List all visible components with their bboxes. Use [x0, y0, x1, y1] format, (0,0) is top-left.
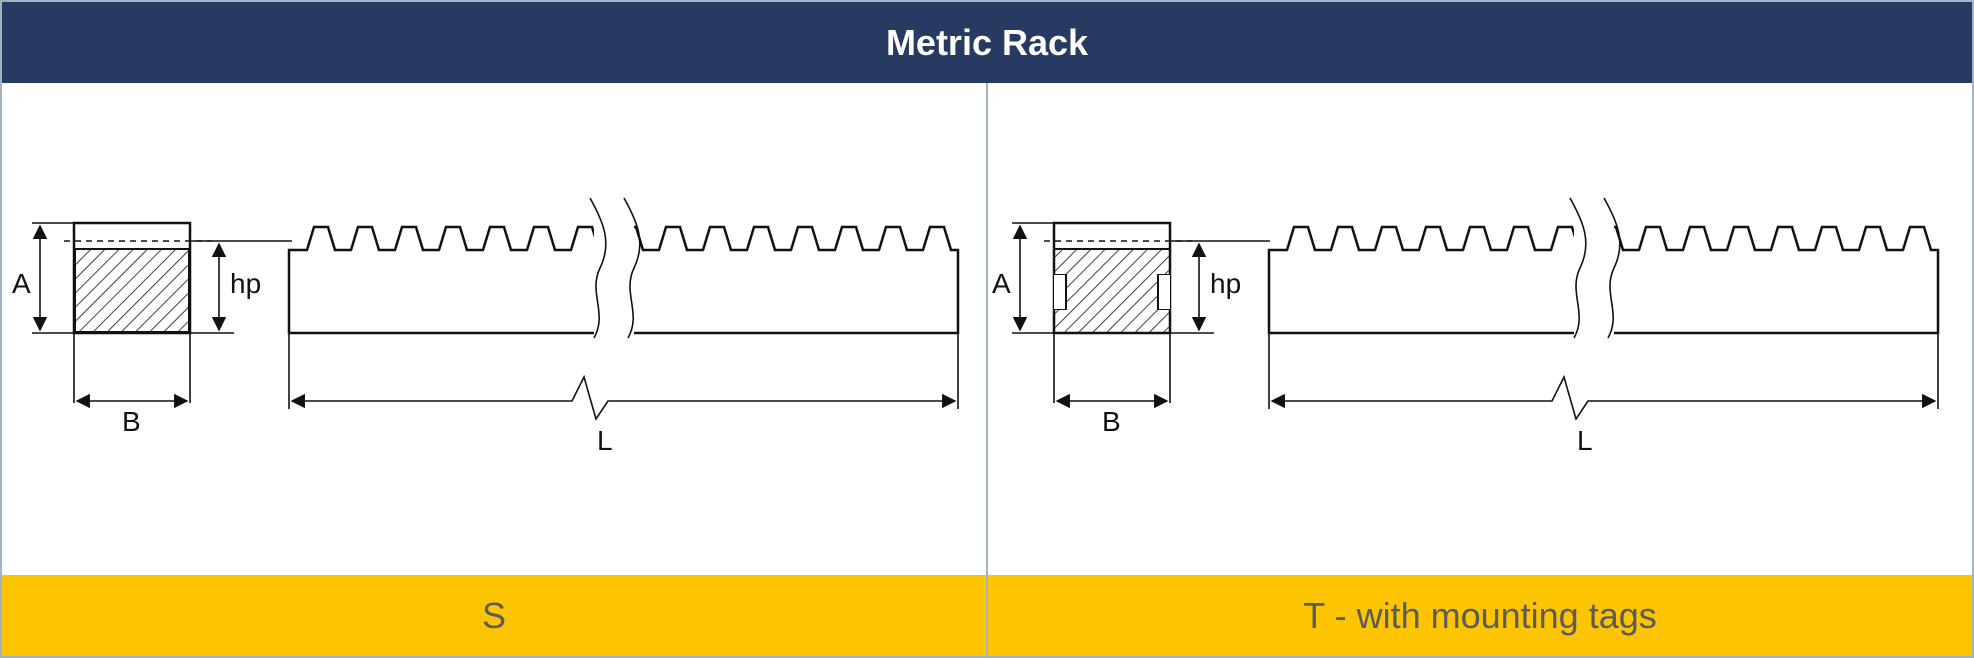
dim-b-label: B — [1102, 406, 1121, 437]
dim-b-label: B — [122, 406, 141, 437]
dim-hp-label: hp — [230, 268, 261, 299]
panel-t: A hp B L — [988, 83, 1972, 575]
dim-l-label: L — [597, 425, 613, 456]
dim-l-arrow — [1270, 374, 1937, 421]
dim-l-label: L — [1577, 425, 1593, 456]
dim-a-label: A — [12, 268, 31, 299]
dim-a-label: A — [992, 268, 1011, 299]
rack-t-drawing: A hp B L — [992, 193, 1940, 456]
footer-label-t: T - with mounting tags — [988, 575, 1972, 656]
dim-l-arrow — [290, 374, 957, 421]
section-t-hatched — [1053, 248, 1171, 334]
dim-hp-label: hp — [1210, 268, 1241, 299]
page-title: Metric Rack — [2, 2, 1972, 83]
panel-s: A hp B L — [2, 83, 986, 575]
section-s-hatched — [74, 248, 190, 333]
rack-t-body — [1267, 225, 1940, 335]
rack-s-drawing: A hp B L — [12, 193, 960, 456]
panel-divider — [986, 83, 988, 656]
rack-s-body — [287, 225, 960, 335]
footer-label-s: S — [2, 575, 986, 656]
